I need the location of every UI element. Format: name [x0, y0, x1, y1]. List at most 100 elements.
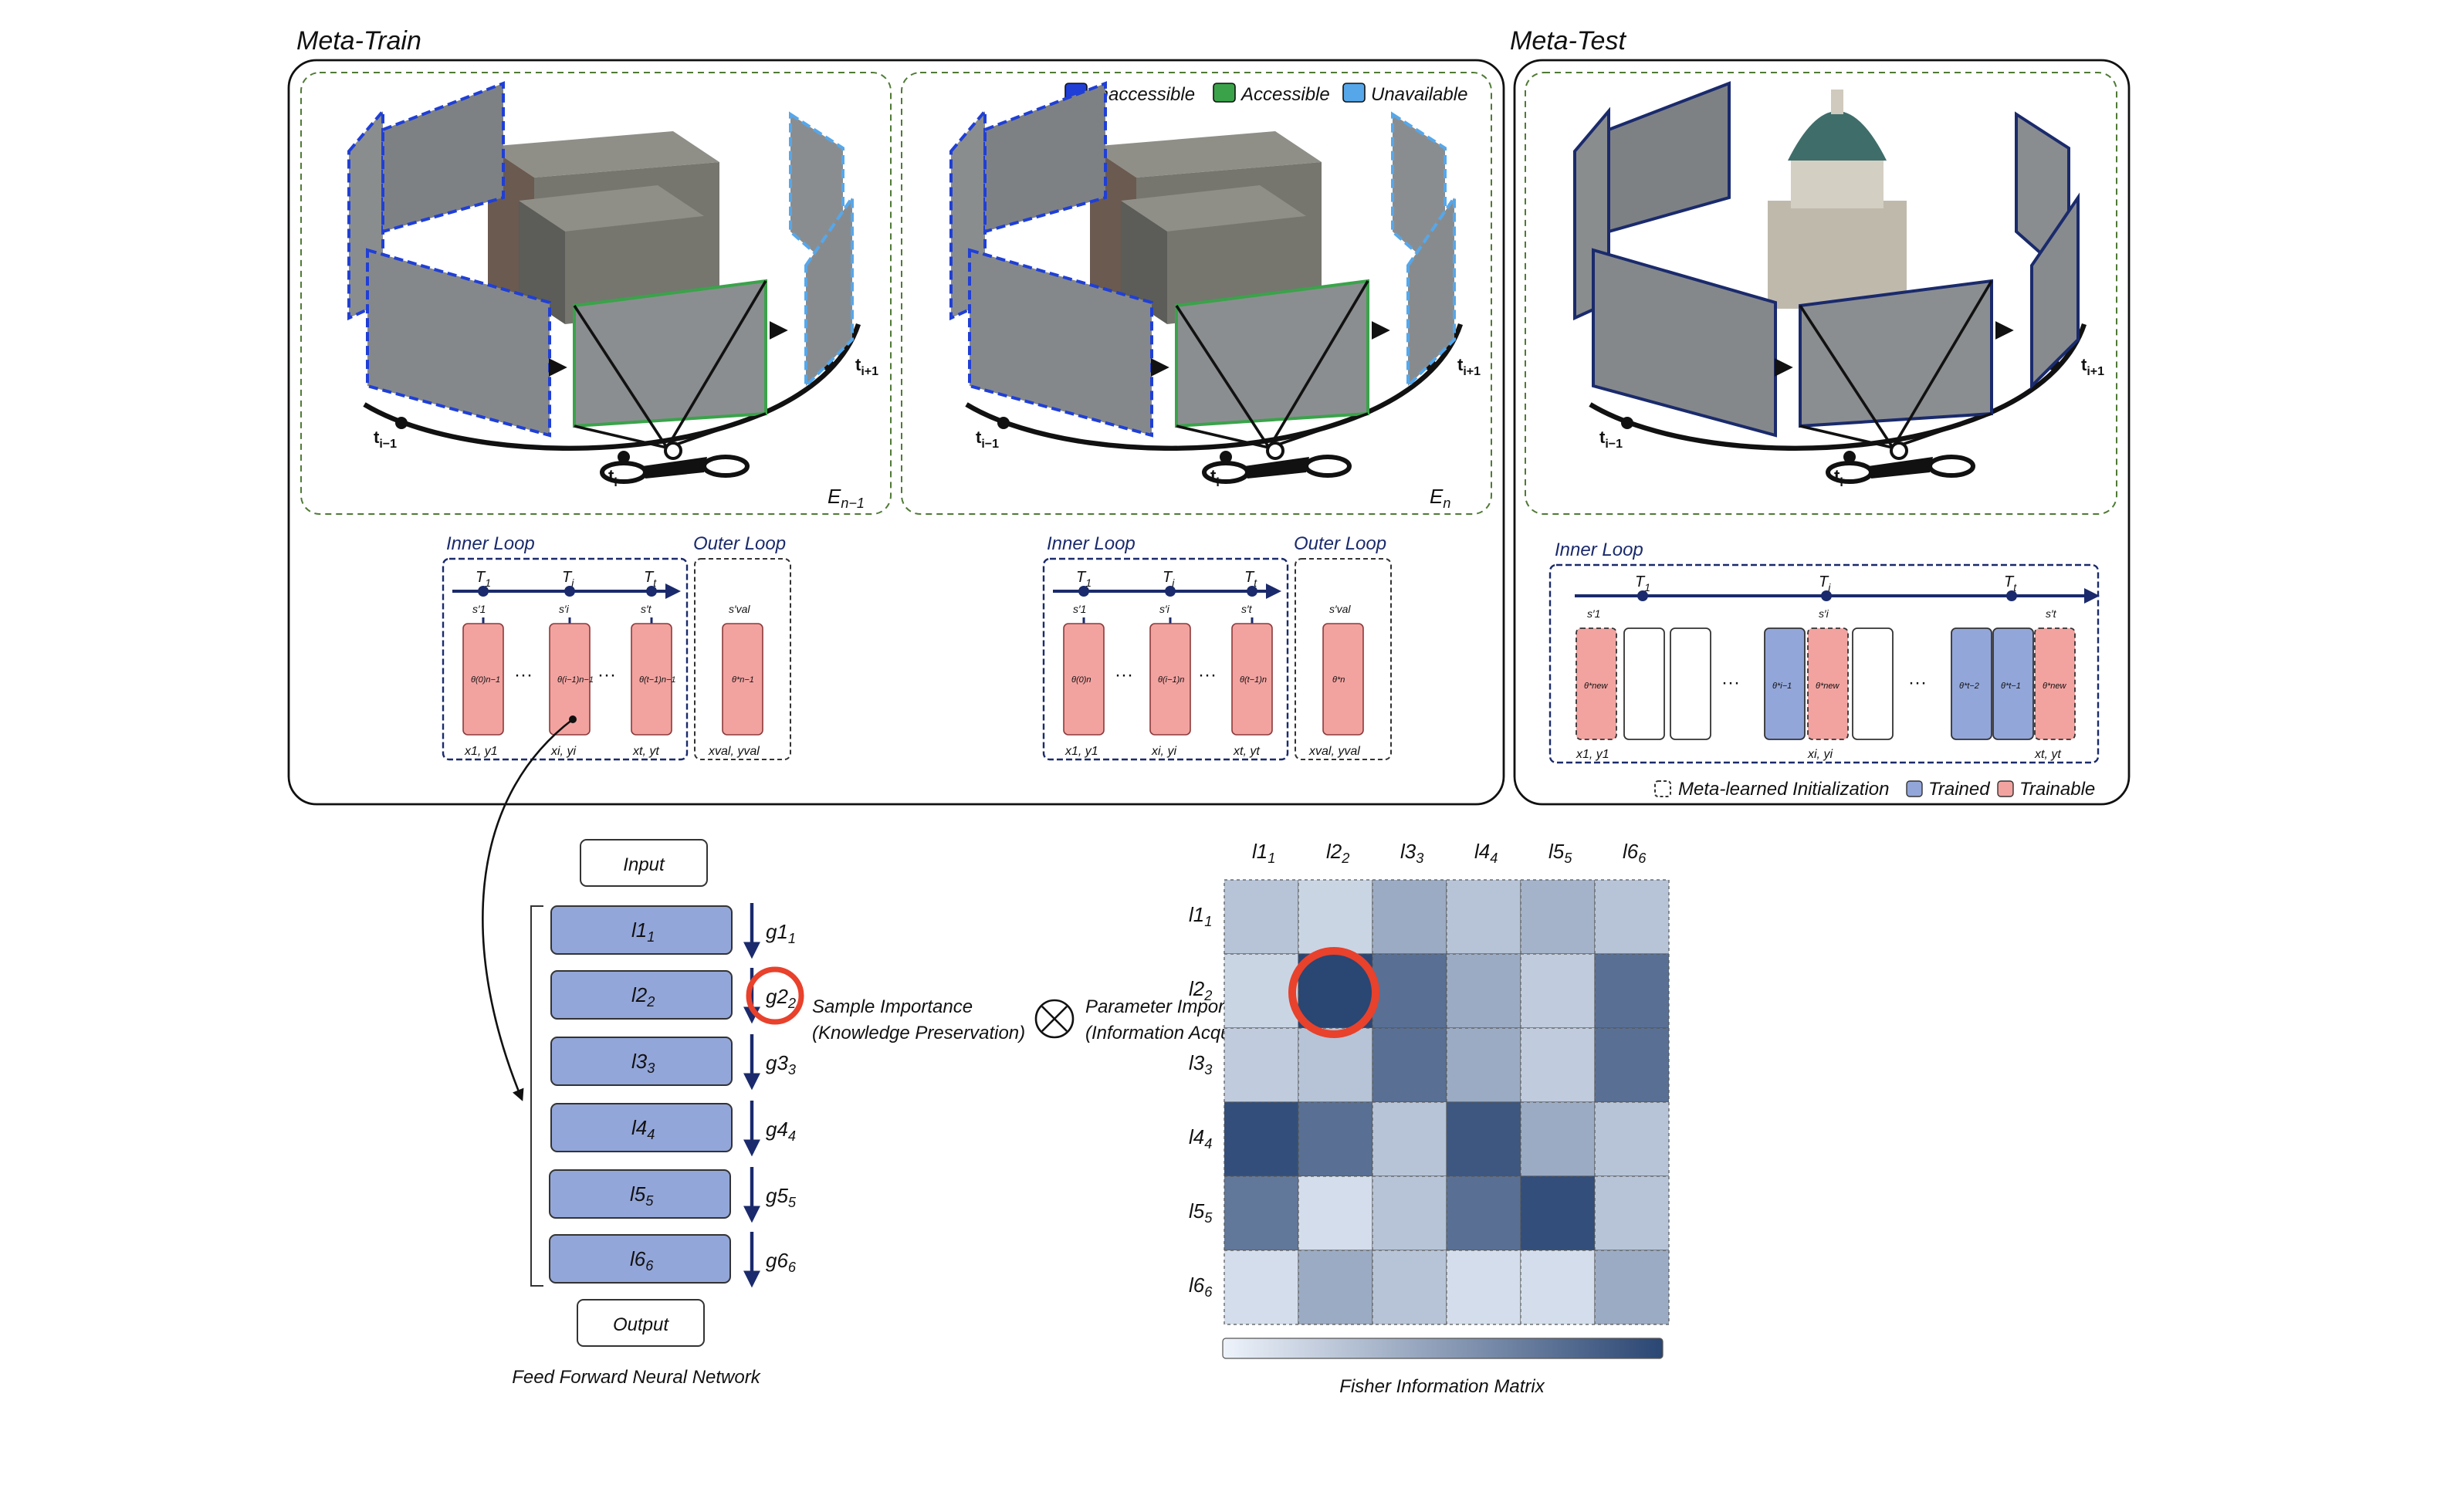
tile-current — [1175, 279, 1369, 428]
drone-body — [642, 457, 707, 479]
fim-col-label-1: l22 — [1326, 840, 1349, 866]
drone-body — [1868, 457, 1933, 479]
test-task-label-2: Tt — [2004, 573, 2017, 594]
frustum-line-0 — [1175, 305, 1271, 448]
frustum-line-3 — [1799, 424, 1894, 449]
waypoint-prev — [997, 417, 1010, 429]
test-block-8 — [2034, 627, 2076, 740]
layer-label-5: l55 — [630, 1182, 654, 1209]
inner-loop-label-left: Inner Loop — [446, 533, 535, 554]
inner-loop-label-right: Inner Loop — [1047, 533, 1136, 554]
fim-cell-0-0 — [1224, 879, 1299, 955]
fim-cell-0-2 — [1372, 879, 1447, 955]
io-label-left-0: x1, y1 — [464, 745, 498, 758]
drone-camera — [664, 441, 682, 460]
frustum-line-1 — [1891, 280, 1993, 448]
frustum-line-3 — [1176, 424, 1270, 449]
building-block-a-roof — [488, 131, 719, 178]
grad-label-1-main: g1 — [766, 920, 788, 943]
fim-cell-3-2 — [1372, 1101, 1447, 1177]
param-block-left-1 — [549, 623, 591, 736]
test-task-node-0 — [1637, 590, 1648, 601]
stream-label-right-1: s′i — [1159, 603, 1170, 615]
frustum-line-2 — [666, 412, 767, 449]
val-stream-left: s′val — [729, 603, 750, 615]
test-io-0: x1, y1 — [1576, 748, 1609, 761]
task-label-left-2-main: T — [644, 569, 655, 586]
drone — [1826, 441, 1975, 484]
fim-row-label-0: l11 — [1189, 903, 1212, 929]
env-box-n-1 — [300, 72, 892, 515]
tile-current — [1799, 279, 1993, 428]
task-node-left-1 — [564, 586, 575, 597]
time-label-cur: ti — [608, 466, 618, 489]
fim-cell-4-2 — [1372, 1175, 1447, 1251]
network-bracket — [530, 905, 543, 1287]
sample-importance-line1: Sample Importance — [812, 996, 973, 1017]
ellipsis-left-a: ··· — [514, 665, 533, 685]
test-stream-2: s′t — [2046, 607, 2057, 620]
test-param-label-3: θ*i−1 — [1772, 682, 1792, 691]
env-box-n — [901, 72, 1492, 515]
stream-label-right-0: s′1 — [1073, 603, 1086, 615]
building-block-b-side — [519, 201, 565, 324]
building-block-b-roof — [1121, 185, 1306, 232]
legend-swatch-accessible — [1213, 83, 1236, 103]
tile-current — [573, 279, 767, 428]
test-io-2: xt, yt — [2034, 748, 2061, 761]
capitol-dome — [1788, 111, 1887, 161]
trajectory-arc — [965, 323, 1464, 451]
tile-left — [366, 248, 551, 438]
capitol-drum — [1791, 154, 1884, 208]
time-label-cur: ti — [1210, 466, 1220, 489]
env-label: En−1 — [828, 485, 865, 511]
drone-camera — [1890, 441, 1908, 460]
inner-loop-box-left — [442, 557, 689, 761]
task-node-left-2 — [646, 586, 657, 597]
fim-row-label-3-main: l4 — [1189, 1125, 1204, 1148]
operator-cross-b — [1041, 1006, 1068, 1032]
time-label-next: ti+1 — [1457, 355, 1481, 378]
output-box — [577, 1299, 705, 1347]
waypoint-cur — [1220, 451, 1232, 463]
tile-right — [804, 192, 854, 390]
stream-label-left-1: s′i — [559, 603, 570, 615]
sample-importance-line2: (Knowledge Preservation) — [812, 1023, 1025, 1043]
network-caption: Feed Forward Neural Network — [512, 1367, 761, 1388]
drone-rotor-right — [1304, 455, 1352, 478]
fim-col-label-5: l66 — [1623, 840, 1647, 866]
outer-param-block-right — [1322, 623, 1364, 736]
fim-row-label-1: l22 — [1189, 977, 1212, 1003]
task-label-right-0-main: T — [1076, 569, 1087, 586]
fim-row-label-2: l33 — [1189, 1051, 1212, 1077]
input-label: Input — [623, 854, 665, 875]
frustum-line-2 — [1268, 412, 1369, 449]
task-node-right-1 — [1165, 586, 1176, 597]
tile-top-left — [1607, 81, 1731, 234]
task-label-right-2: Tt — [1244, 569, 1257, 589]
fim-cell-1-3 — [1446, 953, 1521, 1029]
fim-cell-0-4 — [1520, 879, 1596, 955]
io-label-right-2: xt, yt — [1233, 745, 1260, 758]
test-task-node-1 — [1821, 590, 1832, 601]
env-label-main: E — [1430, 485, 1444, 508]
waypoint-cur — [618, 451, 630, 463]
ellipsis-right-b: ··· — [1198, 665, 1217, 685]
fim-cell-5-4 — [1520, 1250, 1596, 1325]
param-block-right-0 — [1063, 623, 1105, 736]
frustum-line-0 — [1799, 305, 1894, 448]
layer-label-1: l11 — [631, 918, 655, 945]
grad-label-4-sub: 4 — [788, 1128, 796, 1144]
test-param-label-8: θ*new — [2043, 682, 2066, 691]
legend-label-init: Meta-learned Initialization — [1678, 779, 1889, 800]
legend-swatch-trained — [1906, 780, 1923, 797]
layer-box-3 — [550, 1037, 733, 1086]
fim-col-label-3: l44 — [1474, 840, 1498, 866]
fim-cell-4-1 — [1298, 1175, 1373, 1251]
fim-col-label-1-sub: 2 — [1341, 851, 1349, 866]
task-label-left-0-main: T — [476, 569, 486, 586]
fim-col-label-4-main: l5 — [1548, 840, 1565, 863]
fim-row-label-2-main: l3 — [1189, 1051, 1205, 1074]
